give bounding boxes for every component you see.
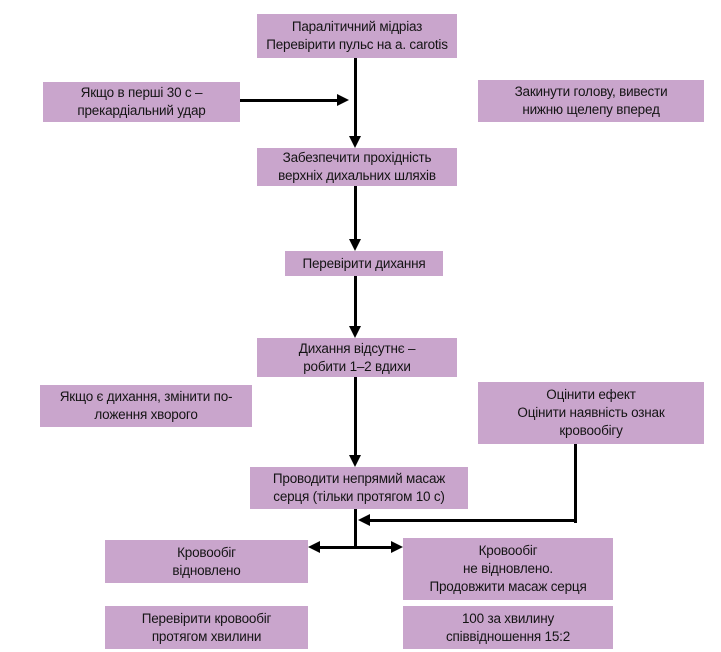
connector-check-nobreath xyxy=(354,276,357,326)
node-reposition: Якщо є дихання, змінити по- ложення хвор… xyxy=(40,385,252,427)
arrowhead-evaluate-left xyxy=(358,514,370,526)
node-reposition-line2: ложення хворого xyxy=(94,407,198,422)
node-rate-line1: 100 за хвилину xyxy=(461,610,554,626)
node-reposition-line1: Якщо є дихання, змінити по- xyxy=(59,389,233,404)
node-evaluate: Оцінити ефект Оцінити наявність ознак кр… xyxy=(478,382,704,444)
node-no-breathing-line1: Дихання відсутнє – xyxy=(298,340,416,356)
node-precordial-line2: прекардіальний удар xyxy=(77,103,206,118)
node-rate: 100 за хвилину співвідношення 15:2 xyxy=(403,606,613,649)
node-evaluate-line3: кровообігу xyxy=(559,423,623,438)
node-restored: Кровообіг відновлено xyxy=(105,540,308,583)
node-airway-line1: Забезпечити прохідність xyxy=(282,150,432,165)
connector-airway-check xyxy=(354,186,357,239)
arrowhead-precordial xyxy=(337,94,349,106)
node-evaluate-line1: Оцінити ефект xyxy=(546,387,636,402)
node-restored-line2: відновлено xyxy=(172,562,241,578)
node-not-restored: Кровообіг не відновлено. Продовжити маса… xyxy=(403,538,613,600)
arrowhead-split-restored xyxy=(308,541,320,553)
connector-massage-junction xyxy=(354,509,357,549)
node-not-restored-line2: не відновлено. xyxy=(463,561,553,576)
node-head-tilt-line2: нижню щелепу вперед xyxy=(522,102,660,117)
node-head-tilt: Закинути голову, вивести нижню щелепу вп… xyxy=(478,80,704,122)
node-precordial-line1: Якщо в перші 30 с – xyxy=(80,85,203,100)
node-massage: Проводити непрямий масаж серця (тільки п… xyxy=(250,467,468,509)
node-check-circulation-line2: протягом хвилини xyxy=(151,628,262,644)
arrowhead-airway-check xyxy=(349,239,361,251)
connector-evaluate-left xyxy=(370,519,576,522)
arrowhead-split-not-restored xyxy=(391,541,403,553)
node-massage-line2: серця (тільки протягом 10 с) xyxy=(273,489,445,504)
node-airway-line2: верхніх дихальних шляхів xyxy=(278,168,436,183)
node-evaluate-line2: Оцінити наявність ознак xyxy=(517,405,665,420)
node-airway: Забезпечити прохідність верхніх дихальни… xyxy=(257,148,457,186)
node-no-breathing: Дихання відсутнє – робити 1–2 вдихи xyxy=(257,338,457,377)
node-check-breathing-line1: Перевірити дихання xyxy=(302,255,426,271)
arrowhead-nobreath-massage xyxy=(349,455,361,467)
node-not-restored-line1: Кровообіг xyxy=(478,543,538,558)
node-precordial: Якщо в перші 30 с – прекардіальний удар xyxy=(43,82,240,122)
node-start-line1: Паралітичний мідріаз xyxy=(291,19,423,34)
arrowhead-check-nobreath xyxy=(349,326,361,338)
node-no-breathing-line2: робити 1–2 вдихи xyxy=(303,358,411,374)
node-not-restored-line3: Продовжити масаж серця xyxy=(429,579,587,594)
connector-start-airway xyxy=(354,58,357,136)
node-start-line2: Перевірити пульс на a. carotis xyxy=(266,37,448,52)
node-restored-line1: Кровообіг xyxy=(177,544,236,560)
node-massage-line1: Проводити непрямий масаж xyxy=(272,471,446,486)
node-head-tilt-line1: Закинути голову, вивести xyxy=(514,84,668,99)
connector-evaluate-down xyxy=(574,444,577,523)
connector-precordial xyxy=(240,99,337,102)
node-start: Паралітичний мідріаз Перевірити пульс на… xyxy=(257,14,457,58)
node-check-circulation-line1: Перевірити кровообіг xyxy=(141,610,272,626)
arrowhead-start-airway xyxy=(349,136,361,148)
connector-nobreath-massage xyxy=(354,377,357,455)
connector-split xyxy=(320,546,391,549)
node-rate-line2: співвідношення 15:2 xyxy=(445,628,571,644)
node-check-circulation: Перевірити кровообіг протягом хвилини xyxy=(105,606,308,649)
node-check-breathing: Перевірити дихання xyxy=(285,251,443,276)
